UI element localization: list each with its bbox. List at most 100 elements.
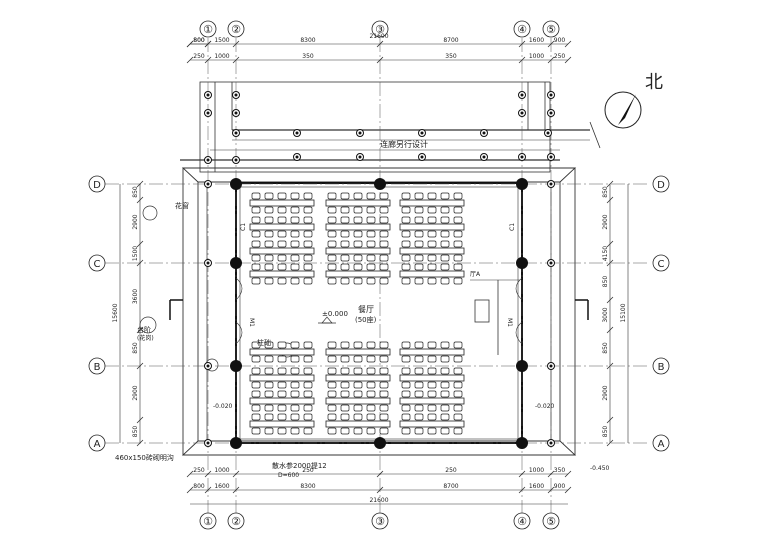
chair xyxy=(440,230,450,238)
elevation-outside: -0.450 xyxy=(590,465,610,472)
chair xyxy=(453,404,463,412)
corridor-column-core xyxy=(295,155,299,159)
chair xyxy=(453,192,463,200)
chair xyxy=(303,216,313,224)
corridor-column-core xyxy=(206,93,210,97)
top-dim2-label: 350 xyxy=(445,53,457,60)
right-dim-label: 850 xyxy=(602,426,609,438)
chair xyxy=(427,206,437,214)
chair xyxy=(353,404,363,412)
chair xyxy=(303,413,313,421)
right-dim-label: 850 xyxy=(602,186,609,198)
chair xyxy=(414,192,424,200)
dining-table xyxy=(325,420,391,428)
grid-bubble-label: ③ xyxy=(375,515,385,528)
chair xyxy=(427,216,437,224)
chair xyxy=(427,277,437,285)
dining-table xyxy=(249,397,315,405)
chair xyxy=(277,427,287,435)
chair xyxy=(379,427,389,435)
left-dim-tick xyxy=(136,416,144,424)
bottom-dim1-label: 1000 xyxy=(529,467,544,474)
chair xyxy=(290,404,300,412)
chair xyxy=(453,341,463,349)
grid-bubble xyxy=(513,20,531,38)
corridor-column-core xyxy=(206,158,210,162)
corridor-column-core xyxy=(549,93,553,97)
grid-bubble-label: ② xyxy=(231,515,241,528)
chair xyxy=(453,355,463,363)
corridor-column-core xyxy=(206,261,210,265)
chair xyxy=(264,381,274,389)
grid-bubble xyxy=(88,357,106,375)
structural-column xyxy=(230,178,242,190)
chair xyxy=(290,341,300,349)
chair xyxy=(290,381,300,389)
left-dim-label: 3600 xyxy=(132,289,139,304)
right-dim-tick xyxy=(606,439,614,447)
chair xyxy=(327,254,337,262)
left-dim-label: 850 xyxy=(132,342,139,354)
chair xyxy=(327,381,337,389)
bottom-dim1-label: 250 xyxy=(193,467,205,474)
chair xyxy=(366,206,376,214)
chair xyxy=(427,427,437,435)
bottom-dim2-label: 8300 xyxy=(300,483,315,490)
chair xyxy=(353,367,363,375)
chair xyxy=(427,240,437,248)
corridor-column-core xyxy=(358,131,362,135)
top-dim1-tick xyxy=(376,40,384,48)
grid-bubble xyxy=(652,434,670,452)
structural-column xyxy=(516,257,528,269)
chair xyxy=(440,404,450,412)
chair xyxy=(366,404,376,412)
chair xyxy=(327,263,337,271)
left-dim-label: 2900 xyxy=(132,214,139,229)
corridor-column-core xyxy=(420,131,424,135)
chair xyxy=(290,413,300,421)
chair xyxy=(379,254,389,262)
chair xyxy=(303,355,313,363)
corridor-column-core xyxy=(358,155,362,159)
grid-bubble-label: ① xyxy=(203,515,213,528)
right-dim-label: 3000 xyxy=(602,307,609,322)
chair xyxy=(290,427,300,435)
corridor-column-core xyxy=(549,182,553,186)
chair xyxy=(366,367,376,375)
bottom-dim2-tick xyxy=(547,486,555,494)
bottom-dim1-tick xyxy=(547,470,555,478)
dining-table xyxy=(325,223,391,231)
chair xyxy=(353,413,363,421)
chair xyxy=(340,341,350,349)
top-dim2-label: 250 xyxy=(193,53,205,60)
chair xyxy=(327,341,337,349)
chair xyxy=(264,427,274,435)
chair xyxy=(440,240,450,248)
corridor-column-core xyxy=(482,131,486,135)
grid-bubble xyxy=(513,512,531,530)
corridor-column-core xyxy=(234,93,238,97)
chair xyxy=(379,216,389,224)
chair xyxy=(379,341,389,349)
chair xyxy=(440,341,450,349)
chair xyxy=(440,254,450,262)
dining-table xyxy=(399,270,465,278)
chair xyxy=(303,277,313,285)
top-dim2-tick xyxy=(232,56,240,64)
chair xyxy=(427,254,437,262)
chair xyxy=(427,390,437,398)
chair xyxy=(414,277,424,285)
chair xyxy=(277,413,287,421)
right-dim-tick xyxy=(606,296,614,304)
column-label: 柱础 xyxy=(257,338,271,347)
bottom-dim1-tick xyxy=(376,470,384,478)
chair xyxy=(379,230,389,238)
chair xyxy=(401,404,411,412)
chair xyxy=(340,254,350,262)
chair xyxy=(427,381,437,389)
chair xyxy=(379,404,389,412)
chair xyxy=(427,230,437,238)
right-dim-tick xyxy=(606,196,614,204)
chair xyxy=(379,192,389,200)
corridor-column-core xyxy=(520,155,524,159)
